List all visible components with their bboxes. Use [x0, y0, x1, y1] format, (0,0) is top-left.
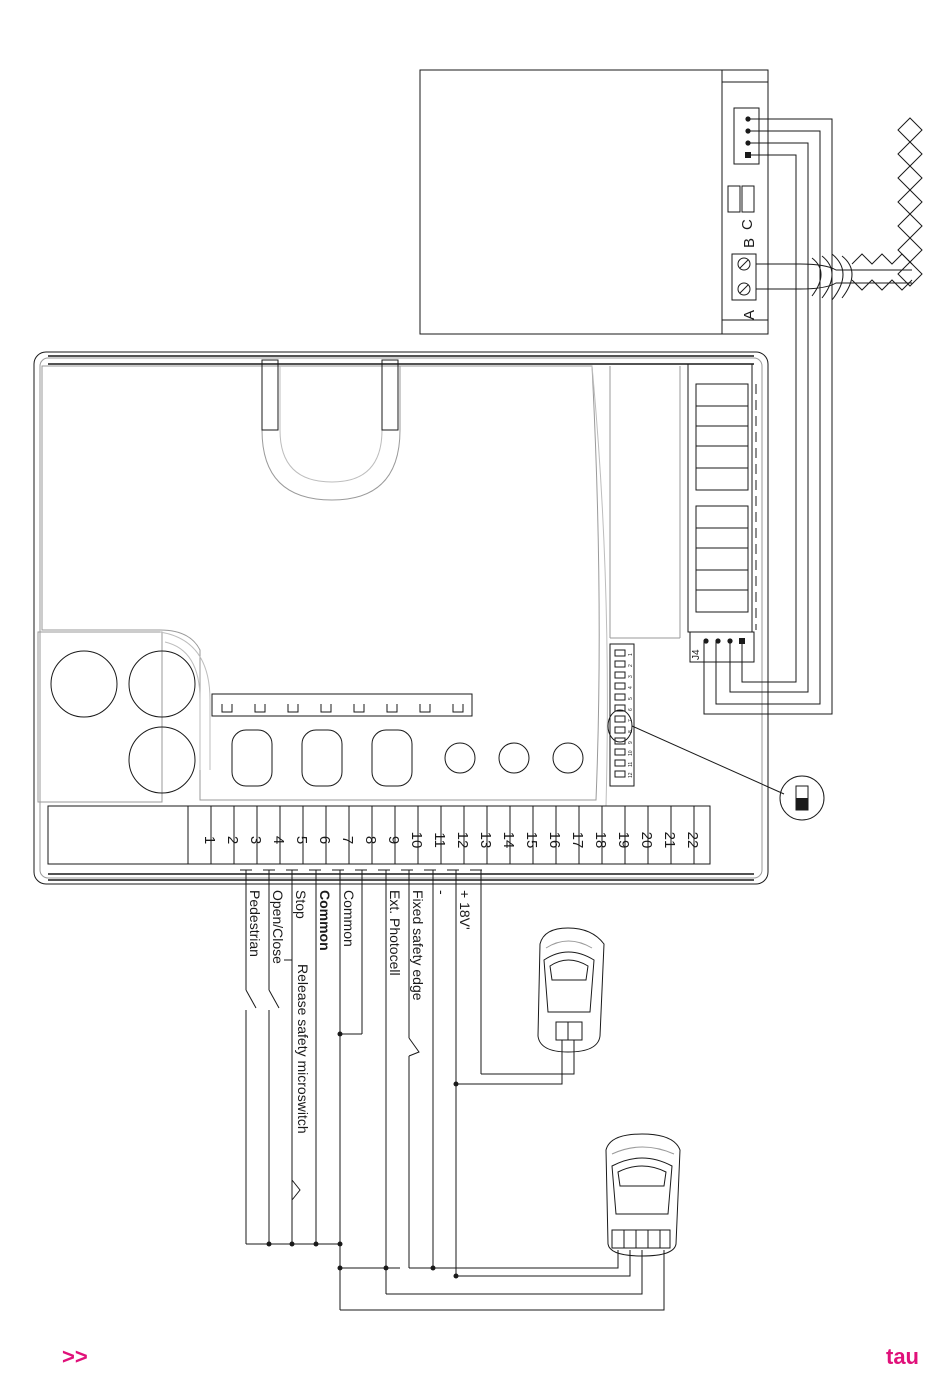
terminal-number: 8 [362, 836, 379, 844]
terminal-number: 3 [247, 836, 264, 844]
dip-number: 11 [628, 762, 634, 767]
terminal-number: 21 [661, 832, 678, 849]
label-open-close: Open/Close [270, 890, 286, 964]
dip-number: 12 [628, 772, 634, 778]
terminal-number: 6 [316, 836, 333, 844]
photocell-receiver-icon [606, 1134, 680, 1256]
dip-number: 4 [628, 686, 634, 689]
receiver-label-c: C [739, 219, 756, 230]
terminal-number: 14 [500, 832, 517, 849]
terminal-number: 22 [684, 832, 701, 849]
label-plus-18v: + 18V' [457, 890, 473, 930]
label-release-safety-microswitch: Release safety microswitch [295, 964, 311, 1134]
label-ext-photocell: Ext. Photocell [387, 890, 403, 976]
dip-number: 9 [628, 741, 634, 744]
terminal-number: 15 [523, 832, 540, 849]
terminal-number: 16 [546, 832, 563, 849]
terminal-block: 1 2 3 4 5 6 7 8 9 10 11 12 13 14 15 16 1… [48, 806, 710, 864]
label-stop: Stop [293, 890, 309, 919]
receiver-module: C B A [420, 70, 768, 334]
terminal-number: 20 [638, 832, 655, 849]
terminal-number: 1 [201, 836, 218, 844]
terminal-number: 9 [385, 836, 402, 844]
terminal-number: 4 [270, 836, 287, 844]
label-fixed-safety-edge: Fixed safety edge [410, 890, 426, 1001]
receiver-label-a: A [741, 310, 758, 320]
terminal-number: 7 [339, 836, 356, 844]
nav-arrows[interactable]: >> [62, 1344, 88, 1369]
terminal-number: 13 [477, 832, 494, 849]
dip-number: 10 [628, 750, 634, 756]
photocell-transmitter-icon [538, 928, 604, 1052]
terminal-number: 12 [454, 832, 471, 849]
connector-j4-label: J4 [691, 649, 702, 660]
brand-logo: tau [886, 1344, 919, 1369]
terminal-number: 18 [592, 832, 609, 849]
label-common: Common [341, 890, 357, 947]
dip-number: 5 [628, 697, 634, 700]
terminal-number: 10 [408, 832, 425, 849]
control-board: J4 1 2 3 4 5 6 7 8 9 10 11 [34, 352, 824, 884]
label-common-bold: Common [317, 890, 333, 951]
terminal-number: 2 [224, 836, 241, 844]
wiring-labels: Pedestrian Open/Close Stop Release safet… [247, 890, 473, 1134]
label-pedestrian: Pedestrian [247, 890, 263, 957]
capacitors [38, 632, 210, 802]
dip-number: 3 [628, 675, 634, 678]
dip-number: 1 [628, 653, 634, 656]
dip-number: 2 [628, 664, 634, 667]
label-minus: - [434, 890, 450, 895]
dip-number: 6 [628, 708, 634, 711]
terminal-number: 17 [569, 832, 586, 849]
terminal-number: 19 [615, 832, 632, 849]
terminal-number: 11 [431, 832, 448, 848]
terminal-number: 5 [293, 836, 310, 844]
receiver-label-b: B [741, 238, 758, 248]
antenna-cable [756, 118, 922, 300]
